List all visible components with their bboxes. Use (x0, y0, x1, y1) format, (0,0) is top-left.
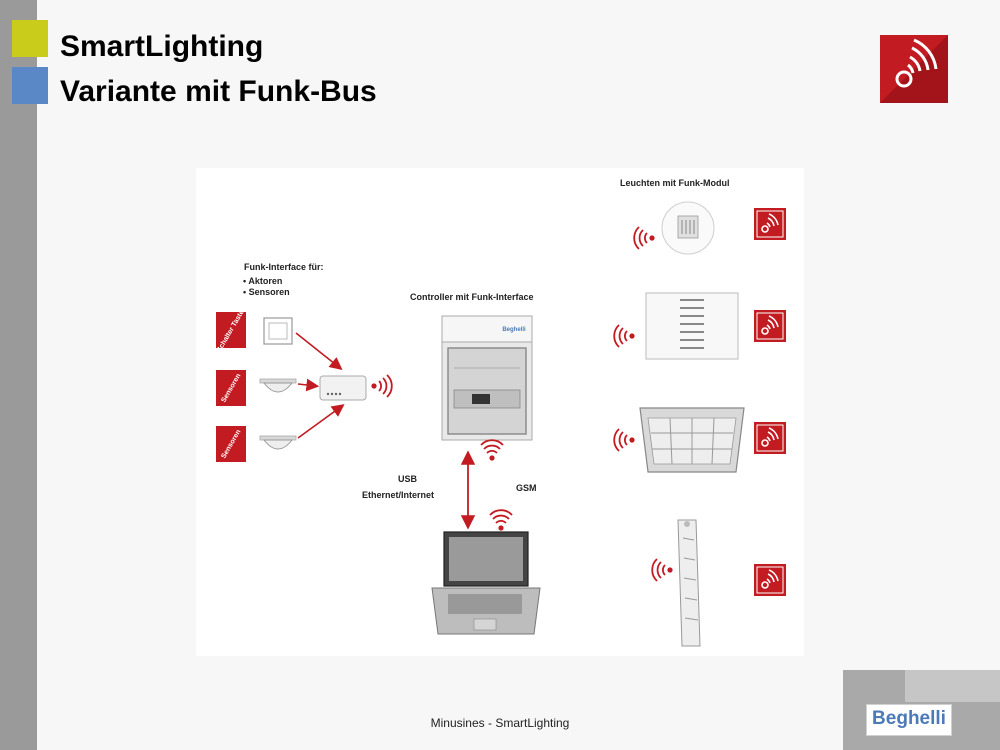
laptop-icon (431, 531, 541, 635)
controller-wireless-icon (480, 439, 504, 462)
brand-text: Beghelli (872, 708, 946, 729)
interface-item-aktoren: • Aktoren (243, 276, 283, 286)
ceiling-sensor-icon (259, 435, 297, 450)
lamp-wireless-icon (613, 428, 636, 452)
interface-wireless-icon (370, 374, 393, 398)
footer-light-grey-block (905, 670, 1000, 702)
wireless-logo-icon (880, 35, 948, 103)
controller-brand-label: Beghelli (502, 327, 526, 333)
gsm-label: GSM (516, 483, 537, 493)
lamp-wireless-icon (651, 558, 674, 582)
lamps-label: Leuchten mit Funk-Modul (620, 178, 730, 188)
sensor-tag-icon: Sensoren (216, 370, 246, 406)
ethernet-label: Ethernet/Internet (362, 490, 435, 500)
usb-label: USB (398, 474, 418, 484)
blue-square-decoration (12, 67, 48, 104)
linear-lamp (677, 519, 701, 647)
laptop-wireless-icon (489, 509, 513, 532)
slide-subtitle: Variante mit Funk-Bus (60, 75, 377, 108)
brand-logo: Beghelli (866, 704, 952, 736)
round-downlight-lamp (661, 201, 715, 255)
lamp-radio-badge-icon (753, 421, 787, 455)
left-sidebar-bar (0, 0, 37, 750)
footer-text: Minusines - SmartLighting (430, 716, 570, 730)
controller-cabinet: Beghelli (441, 315, 533, 441)
wall-switch-icon (263, 317, 293, 345)
panel-lamp (645, 292, 739, 360)
lamp-wireless-icon (633, 226, 656, 250)
interface-item-sensoren: • Sensoren (243, 287, 290, 297)
lamp-radio-badge-icon (753, 207, 787, 241)
lamp-radio-badge-icon (753, 309, 787, 343)
slide-title: SmartLighting (60, 30, 264, 63)
system-diagram: Schalter Taster Sensoren Sensoren (196, 168, 804, 656)
interface-label: Funk-Interface für: (244, 262, 324, 272)
sensor-tag-icon: Sensoren (216, 426, 246, 462)
radio-interface-box (319, 375, 367, 401)
industrial-grid-lamp (639, 407, 745, 473)
lamp-wireless-icon (613, 324, 636, 348)
lamp-radio-badge-icon (753, 563, 787, 597)
yellow-square-decoration (12, 20, 48, 57)
controller-label: Controller mit Funk-Interface (410, 292, 534, 302)
ceiling-sensor-icon (259, 378, 297, 393)
switch-tag-icon: Schalter Taster (216, 307, 247, 354)
